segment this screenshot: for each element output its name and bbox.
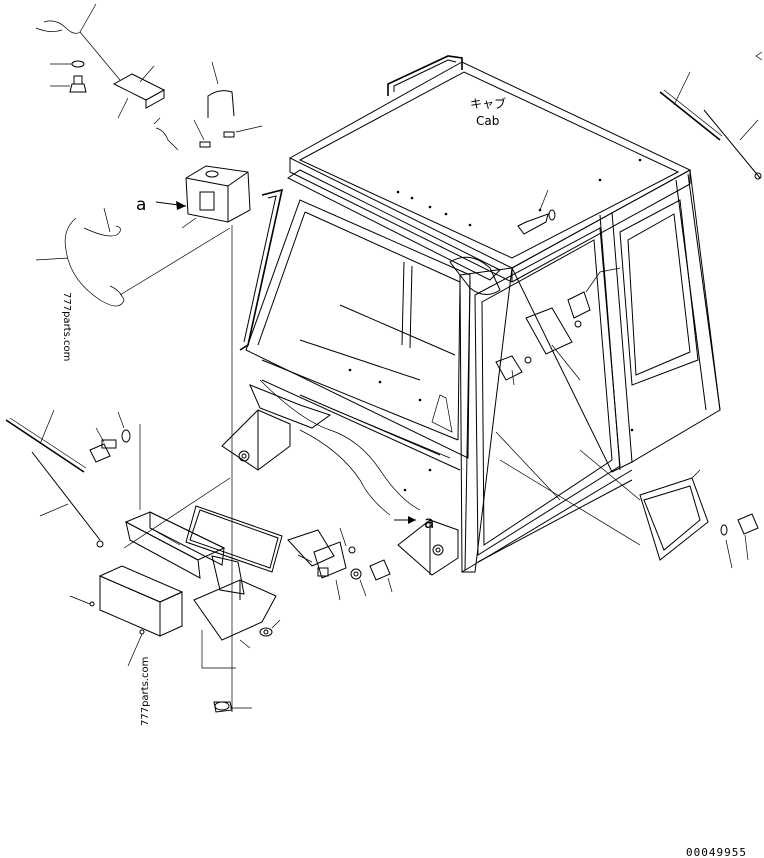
right-floor-bracket	[639, 469, 709, 561]
cab-wiring-harness	[259, 379, 453, 516]
cab-front-mount-bracket	[221, 384, 332, 471]
wiper-motor-assembly	[287, 529, 347, 601]
cab-rear-window	[619, 199, 699, 386]
bolt-center	[369, 559, 393, 593]
small-rivets-lower	[69, 595, 145, 667]
tank-pointer-a	[155, 201, 187, 210]
reference-a-left: a	[136, 195, 146, 215]
filter-box	[98, 565, 184, 637]
left-wiper-blade	[5, 409, 87, 473]
cab-right-side-window	[474, 227, 621, 556]
washer-left	[117, 411, 131, 443]
cab-label-english: Cab	[476, 114, 499, 128]
cab-label-japanese: キャブ	[470, 96, 506, 111]
small-clips	[193, 119, 263, 148]
reference-a-right: a	[424, 513, 434, 533]
bolt-left	[89, 427, 117, 463]
bolt-top	[50, 75, 87, 93]
left-wiper-arm	[31, 451, 104, 548]
cab-rivets	[348, 158, 642, 492]
wire-harness-top	[35, 3, 121, 81]
right-wiper-blade	[659, 71, 723, 141]
interior-wiper-motor	[567, 267, 621, 328]
mounting-bracket-lower	[193, 555, 277, 649]
corner-arrow-icon	[755, 51, 763, 61]
nut-bottom	[213, 701, 252, 713]
washer-hose	[35, 207, 231, 307]
leader-box-lower	[201, 630, 236, 669]
cab-front-beam	[287, 169, 501, 295]
watermark-top: 777parts.com	[61, 292, 72, 361]
washers-center	[339, 527, 367, 597]
interior-cover-plate	[525, 307, 581, 381]
nut-lower	[259, 619, 281, 637]
interior-bolt-lower	[495, 355, 532, 386]
cab-right-pillar	[459, 169, 721, 573]
right-bolt-washer	[720, 513, 759, 569]
cab-roof	[288, 61, 692, 283]
right-wiper-arm	[703, 109, 762, 180]
washer-top	[50, 60, 85, 68]
cab-floor	[261, 379, 633, 573]
leader-lines-misc	[123, 424, 641, 549]
drawing-number: 00049955	[686, 846, 747, 858]
left-handrail	[239, 188, 284, 351]
connector-pointer-a	[394, 516, 416, 524]
washer-tank	[181, 165, 251, 229]
seal-panel	[185, 505, 283, 573]
u-clip	[207, 61, 235, 118]
roof-handrail	[387, 55, 463, 96]
interior-bolt-washer	[517, 189, 556, 235]
lower-cover-panel	[124, 511, 226, 579]
cab-front-frame	[245, 199, 471, 459]
resistor-module	[112, 65, 166, 119]
cab-right-mount-bracket	[397, 519, 459, 576]
connector-wire	[153, 117, 179, 151]
watermark-bottom: 777parts.com	[140, 657, 151, 726]
